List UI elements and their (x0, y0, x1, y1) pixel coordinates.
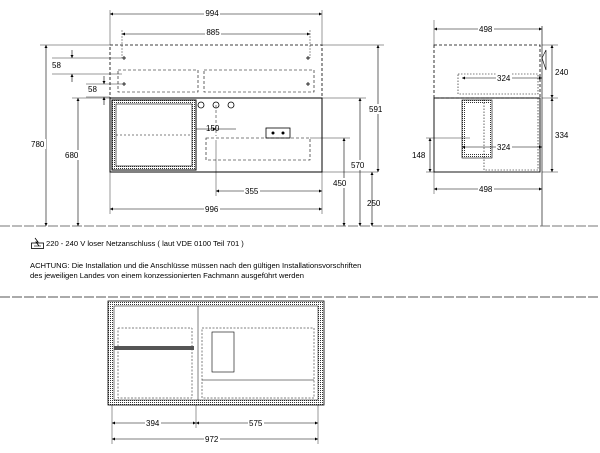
plan-view: 394 575 972 (0, 296, 600, 444)
socket-icon (265, 127, 291, 139)
warning-line-2: des jeweiligen Landes von einem konzessi… (30, 271, 304, 280)
dim-972: 972 (205, 435, 219, 444)
front-view: 994 885 58 58 780 680 591 (0, 8, 600, 227)
power-connection-icon (31, 237, 44, 249)
water-connection-icon-2 (227, 101, 235, 109)
dim-150: 150 (206, 124, 220, 133)
dim-994: 994 (205, 9, 219, 18)
dim-996: 996 (205, 205, 219, 214)
dim-334: 334 (555, 131, 569, 140)
siphon (205, 137, 311, 161)
dim-885: 885 (206, 28, 220, 37)
dim-148: 148 (412, 151, 426, 160)
dim-450: 450 (333, 179, 347, 188)
dim-498-bottom: 498 (479, 185, 493, 194)
installation-warning: ACHTUNG: Die Installation und die Anschl… (30, 261, 361, 281)
power-note: 220 - 240 V loser Netzanschluss ( laut V… (46, 239, 244, 248)
warning-line-1: ACHTUNG: Die Installation und die Anschl… (30, 261, 362, 270)
dim-780: 780 (31, 140, 45, 149)
dim-250: 250 (367, 199, 381, 208)
water-connection-icon (197, 101, 205, 109)
basin-outline (109, 44, 323, 99)
dim-58-a: 58 (52, 61, 61, 70)
dim-680: 680 (65, 151, 79, 160)
dim-324-upper: 324 (497, 74, 511, 83)
dim-394: 394 (146, 419, 160, 428)
dim-324-lower: 324 (497, 143, 511, 152)
dim-240: 240 (555, 68, 569, 77)
side-view: 498 324 324 240 334 148 498 (412, 20, 569, 226)
dim-355: 355 (245, 187, 259, 196)
dim-570: 570 (351, 161, 365, 170)
dim-591: 591 (369, 105, 383, 114)
dim-58-b: 58 (88, 85, 97, 94)
dim-498-top: 498 (479, 25, 493, 34)
dim-575: 575 (249, 419, 263, 428)
